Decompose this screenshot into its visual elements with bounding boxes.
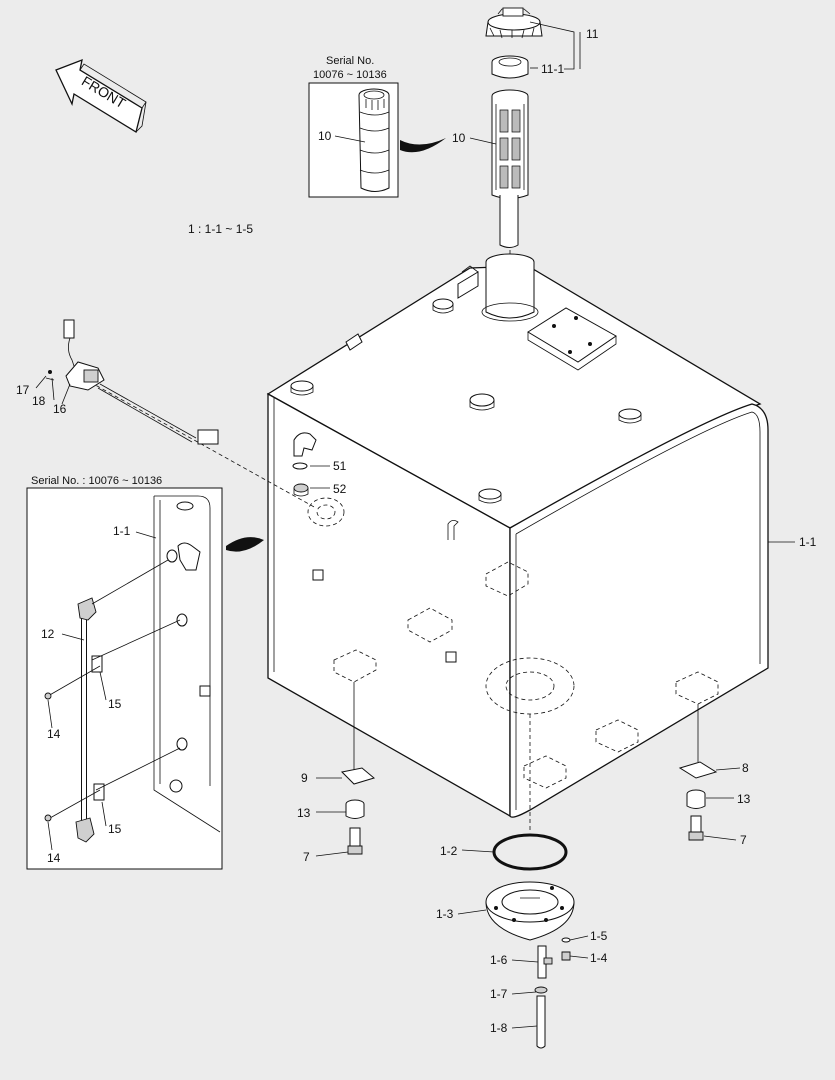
callout-9: 9 [301,771,308,785]
callout-1-3: 1-3 [436,907,454,921]
callout-14-lower: 14 [47,851,61,865]
callout-14-upper: 14 [47,727,61,741]
callout-18: 18 [32,394,46,408]
serial-inset-left: Serial No. : 10076 ~ 10136 [26,475,264,870]
mount-left-stack [340,682,376,855]
elbow-fitting [292,432,317,497]
callout-10-inset: 10 [318,129,332,143]
callout-52: 52 [333,482,347,496]
mount-right-stack [678,704,718,841]
serial-top-line2: 10076 ~ 10136 [313,69,387,81]
callout-10: 10 [452,131,466,145]
callout-12: 12 [41,627,55,641]
callout-51: 51 [333,459,347,473]
filler-cap [485,7,543,39]
callout-13-left: 13 [297,806,311,820]
callout-15-upper: 15 [108,697,122,711]
callout-1-2: 1-2 [440,844,458,858]
range-note: 1 : 1-1 ~ 1-5 [188,222,253,236]
cap-adapter [491,55,529,79]
serial-left-title: Serial No. : 10076 ~ 10136 [31,475,162,487]
fuel-tank-body [266,253,769,818]
callout-1-5: 1-5 [590,929,608,943]
level-sender [45,319,219,445]
sender-tube-old [358,88,390,192]
serial-inset-top: Serial No. 10076 ~ 10136 [308,55,446,198]
callout-17: 17 [16,383,30,397]
callout-1-8: 1-8 [490,1021,508,1035]
callout-16: 16 [53,402,67,416]
fuel-sender-strainer [491,89,529,248]
callout-1-6: 1-6 [490,953,508,967]
callout-1-4: 1-4 [590,951,608,965]
callout-1-7: 1-7 [490,987,508,1001]
callout-7-right: 7 [740,833,747,847]
callout-labels: 11 11-1 10 10 17 18 16 51 52 1-1 1-1 12 … [16,27,817,1035]
front-arrow: FRONT [55,58,147,134]
callout-15-lower: 15 [108,822,122,836]
drain-assembly [485,714,575,1049]
callout-1-1-inset: 1-1 [113,524,131,538]
serial-top-line1: Serial No. [326,55,374,67]
callout-8: 8 [742,761,749,775]
callout-7-left: 7 [303,850,310,864]
callout-13-right: 13 [737,792,751,806]
callout-11-1: 11-1 [541,62,564,76]
callout-11: 11 [586,27,599,41]
callout-1-1-tank: 1-1 [799,535,817,549]
